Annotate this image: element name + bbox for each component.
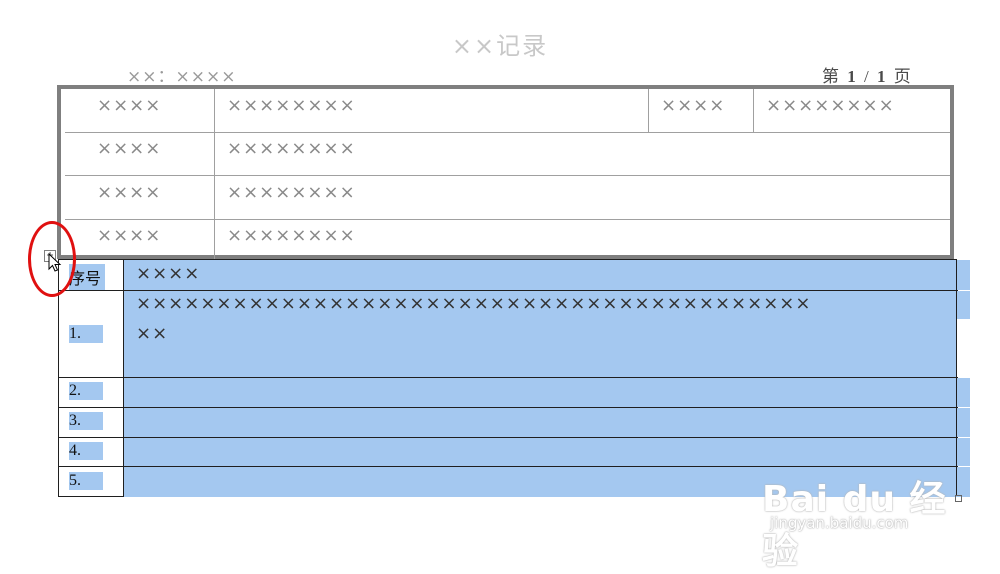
header-seq-cell[interactable]: 序号 (59, 260, 124, 290)
table-row[interactable]: 5. (59, 467, 970, 497)
page-separator: / (864, 67, 869, 86)
seq-number: 5. (69, 472, 103, 490)
info-value[interactable]: ×××××××× (214, 89, 646, 132)
seq-cell[interactable]: 1. (59, 291, 124, 377)
content-line: ×× (136, 323, 169, 344)
info-label[interactable]: ×××× (97, 182, 162, 203)
content-cell[interactable] (124, 438, 970, 466)
info-row[interactable]: ×××× ×××××××× (65, 176, 950, 220)
watermark: Bai du 经验 jingyan.baidu.com (762, 452, 962, 572)
header-content-cell[interactable]: ×××× (124, 260, 970, 290)
document-title: ××记录 (451, 32, 549, 60)
table-header-row[interactable]: 序号 ×××× (59, 260, 970, 290)
info-row[interactable]: ×××× ×××××××× (65, 132, 950, 176)
info-value[interactable]: ×××××××× (214, 219, 954, 259)
header-seq: 序号 (69, 264, 106, 290)
seq-number: 1. (69, 325, 103, 343)
annotation-circle (28, 221, 76, 297)
page-current: 1 (847, 67, 856, 86)
end-of-row-mark (955, 495, 962, 502)
seq-cell[interactable]: 4. (59, 438, 124, 466)
info-value[interactable]: ×××××××× (214, 132, 954, 175)
page-total: 1 (876, 67, 886, 86)
content-cell[interactable] (124, 408, 970, 437)
seq-cell[interactable]: 5. (59, 467, 124, 497)
items-table[interactable]: 序号 ×××× 1. ×××××××××××××××××××××××××××××… (58, 259, 970, 497)
info-label[interactable]: ×××× (97, 138, 162, 159)
table-row[interactable]: 4. (59, 438, 970, 466)
watermark-url: jingyan.baidu.com (770, 514, 909, 532)
content-cell[interactable]: ××××××××××××××××××××××××××××××××××××××××… (124, 291, 970, 377)
seq-cell[interactable]: 2. (59, 378, 124, 407)
document-meta: ××：×××× (127, 67, 237, 87)
seq-number: 3. (69, 412, 103, 430)
info-row[interactable]: ×××× ×××××××× ×××× ×××××××× (65, 89, 950, 133)
info-value[interactable]: ×××××××× (753, 89, 954, 132)
seq-cell[interactable]: 3. (59, 408, 124, 437)
info-value[interactable]: ×××××××× (214, 176, 954, 219)
seq-number: 2. (69, 382, 103, 400)
table-row[interactable]: 3. (59, 408, 970, 437)
table-row[interactable]: 1. ×××××××××××××××××××××××××××××××××××××… (59, 291, 970, 377)
page-indicator: 第 1 / 1 页 (822, 62, 911, 87)
content-cell[interactable] (124, 378, 970, 407)
watermark-logo: Bai du 经验 (762, 479, 947, 572)
info-row[interactable]: ×××× ×××××××× (65, 219, 950, 259)
info-label[interactable]: ×××× (648, 89, 752, 132)
page-prefix: 第 (822, 67, 839, 86)
info-table[interactable]: ×××× ×××××××× ×××× ×××××××× ×××× ×××××××… (57, 85, 954, 259)
seq-number: 4. (69, 442, 103, 460)
info-label[interactable]: ×××× (97, 225, 162, 246)
content-cell[interactable] (124, 467, 970, 497)
table-row[interactable]: 2. (59, 378, 970, 407)
page-suffix: 页 (893, 67, 911, 86)
header-content: ×××× (136, 263, 201, 284)
content-line: ××××××××××××××××××××××××××××××××××××××××… (136, 293, 812, 314)
info-label[interactable]: ×××× (97, 95, 162, 116)
